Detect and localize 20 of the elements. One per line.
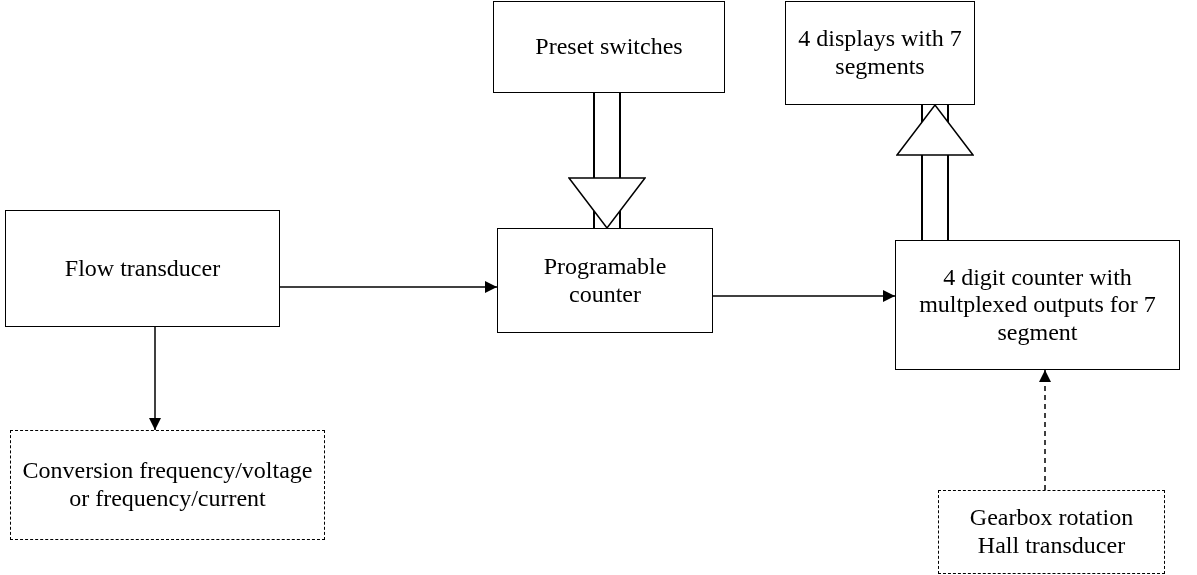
arrow [1039, 369, 1051, 491]
box-label: 4 displays with 7 segments [797, 25, 963, 81]
process-box [497, 228, 713, 333]
process-box [493, 1, 725, 93]
box-label: Gearbox rotation Hall transducer [968, 504, 1135, 560]
box-label: Programable counter [542, 252, 668, 309]
arrow [149, 326, 161, 431]
process-box [895, 240, 1180, 370]
box-label: 4 digit counter with multplexed outputs for 7 segment [918, 263, 1157, 347]
box-label: Preset switches [535, 33, 683, 61]
box-label: Flow transducer [64, 254, 221, 283]
dashed-box [10, 430, 325, 540]
arrow [279, 281, 498, 293]
arrow [712, 290, 896, 302]
box-label: Conversion frequency/voltage or frequency/current [21, 457, 314, 513]
hollow-arrow [896, 104, 974, 240]
hollow-arrow [568, 93, 646, 229]
process-box [5, 210, 280, 327]
process-box [785, 1, 975, 105]
dashed-box [938, 490, 1165, 574]
